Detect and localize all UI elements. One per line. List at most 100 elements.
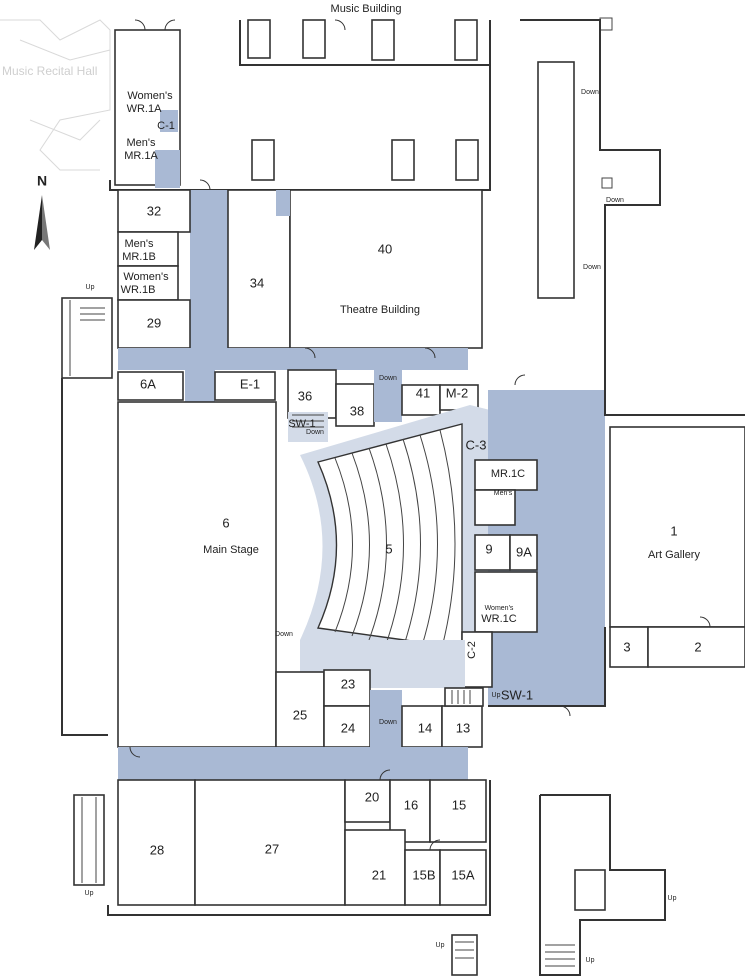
room-13[interactable] [441,705,483,748]
corridor-down-label-low: Down [583,264,601,271]
mens-mr1c[interactable] [474,459,538,491]
room-25-label: 25 [293,707,307,722]
room-2-label: 2 [694,639,701,654]
mens-room[interactable] [474,489,516,526]
room-13-label: 13 [456,720,470,735]
stair-se-up-label: Up [668,895,677,902]
room-41-label: 41 [416,385,430,400]
compass-north-label: N [37,173,47,189]
room-20-label: 20 [365,789,379,804]
wr1c-label-2: WR.1C [481,613,517,625]
room-3-label: 3 [623,639,630,654]
wr1c-label-1: Women's [485,605,514,612]
stair-west-up[interactable] [61,297,113,379]
room-14[interactable] [401,705,443,748]
music-building-outline [239,17,613,66]
room-28[interactable] [117,779,196,906]
sw1-up-label: Up [492,692,501,699]
room-m2-label: M-2 [446,385,468,400]
east-corridor-outline [520,19,661,385]
room-6-label: 6 [222,515,229,530]
north-hallway [118,348,468,370]
room-15a[interactable] [439,849,487,906]
room-29-label: 29 [147,315,161,330]
south-hallway [118,747,468,780]
stair-down-south[interactable] [370,690,402,747]
room-9-label: 9 [485,541,492,556]
room-15[interactable] [429,779,487,843]
room-36-label: 36 [298,388,312,403]
north-arrow-icon [34,195,50,250]
womens-wr1c[interactable] [474,571,538,633]
corridor-down-label-mid: Down [606,197,624,204]
room-28-label: 28 [150,842,164,857]
stair-down-stage-north[interactable] [288,412,328,442]
door-swings [129,19,711,851]
art-gallery-label: Art Gallery [648,549,700,561]
mens-mr1b[interactable] [117,231,179,267]
mr1a-label-1: Men's [127,137,156,149]
room-41[interactable] [401,384,441,416]
room-21-label: 21 [372,867,386,882]
corridor-down-label-top: Down [581,89,599,96]
sw1-top-label: SW-1 [288,418,315,430]
room-6-main-stage[interactable] [117,401,277,748]
room-20[interactable] [344,779,391,823]
room-e1[interactable] [214,371,276,401]
theatre-building-label: Theatre Building [340,304,420,316]
room-2[interactable] [647,626,745,668]
room-27[interactable] [194,779,346,906]
room-16-label: 16 [404,797,418,812]
stair-sw1[interactable] [444,687,484,707]
room-3[interactable] [609,626,649,668]
wr1b-label-1: Women's [123,271,169,283]
room-c3-label: C-3 [466,437,487,452]
mr1b-label-2: MR.1B [122,251,156,263]
mr1b-label-1: Men's [125,238,154,250]
wr1a-label-2: WR.1A [127,103,163,115]
room-40-theatre[interactable] [289,189,483,349]
room-6a[interactable] [117,371,184,401]
stair-north-down-label: Down [379,375,397,382]
room-27-label: 27 [265,841,279,856]
room-15b[interactable] [404,849,441,906]
room-14-label: 14 [418,720,432,735]
room-25[interactable] [275,671,325,748]
room-32-label: 32 [147,203,161,218]
room-9[interactable] [474,534,511,571]
room-e1-label: E-1 [240,376,260,391]
womens-wr1b[interactable] [117,265,179,301]
room-34[interactable] [227,189,291,349]
room-c2-label: C-2 [466,641,478,659]
west-hallway [190,190,228,350]
stage-stair-south-down-label: Down [275,631,293,638]
room-38-label: 38 [350,403,364,418]
room-15-label: 15 [452,797,466,812]
room-5-label: 5 [385,541,392,556]
stair-southwest-label: Up [85,890,94,897]
stair-s-up-label: Up [436,942,445,949]
stair-southwest-up[interactable] [73,794,105,886]
recital-hall-label: Music Recital Hall [2,64,97,78]
music-building-label: Music Building [331,3,402,15]
room-40-label: 40 [378,241,392,256]
room-15a-label: 15A [451,867,474,882]
room-23-label: 23 [341,676,355,691]
recital-hall-outline [0,19,111,171]
art-gallery-building[interactable] [488,385,745,707]
mens-room-label: Men's [494,490,513,497]
sw1-label: SW-1 [501,687,533,702]
room-29[interactable] [117,299,191,349]
stair-southeast[interactable] [451,794,666,976]
room-34-label: 34 [250,275,264,290]
room-9a[interactable] [509,534,538,571]
room-15b-label: 15B [412,867,435,882]
stair-down-north[interactable] [374,370,402,422]
wr1a-label-1: Women's [127,90,173,102]
wr1b-label-2: WR.1B [121,284,156,296]
room-6a-label: 6A [140,376,156,391]
auditorium-seating[interactable] [300,405,490,665]
mr1a-label-2: MR.1A [124,150,158,162]
room-1-label: 1 [670,523,677,538]
